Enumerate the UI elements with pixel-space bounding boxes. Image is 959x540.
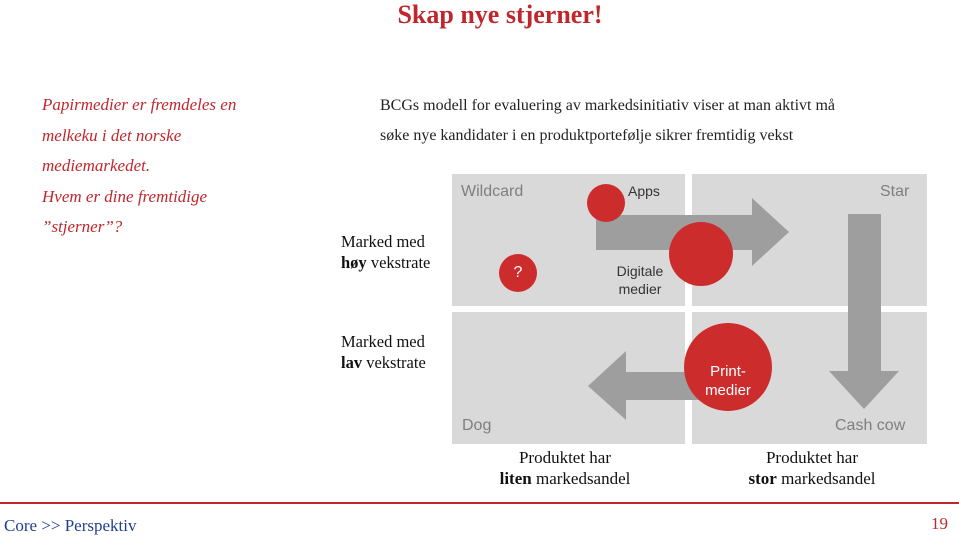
column-label-high-suffix: markedsandel [776,469,876,488]
question-circle [499,254,537,292]
column-label-high-line1: Produktet har [765,448,859,467]
digital-label: Digitale medier [606,262,674,298]
intro-line-2: søke nye kandidater i en produktporteføl… [380,127,794,144]
print-circle [684,323,772,411]
sidebar-line: Hvem er dine fremtidige [42,186,208,206]
digital-circle [669,222,733,286]
row-label-high: Marked med høy vekstrate [341,231,430,273]
column-label-low: Produktet har liten markedsandel [470,447,660,489]
row-label-low: Marked med lav vekstrate [341,331,426,373]
digital-label-line1: Digitale [616,263,664,279]
sidebar-line: ”stjerner”? [42,217,123,236]
row-label-high-suffix: vekstrate [366,253,431,272]
quadrant-label-star: Star [880,183,910,200]
sidebar-text: Papirmedier er fremdeles en melkeku i de… [42,90,282,243]
digital-label-line2: medier [618,281,662,297]
print-label-line1: Print- [710,363,746,380]
print-label: Print- medier [684,362,772,400]
row-label-low-suffix: vekstrate [362,353,426,372]
column-label-high-bold: stor [748,469,777,488]
arrow-down [829,214,899,409]
row-label-low-prefix: Marked med [341,332,425,351]
column-label-high: Produktet har stor markedsandel [712,447,912,489]
sidebar-line: Papirmedier er fremdeles en [42,95,237,114]
intro-text: BCGs modell for evaluering av markedsini… [380,91,940,151]
column-label-low-line1: Produktet har [518,448,612,467]
footer-breadcrumb: Core >> Perspektiv [4,516,137,535]
intro-line-1: BCGs modell for evaluering av markedsini… [380,97,835,114]
sidebar-line: melkeku i det norske [42,125,182,145]
question-mark: ? [513,264,523,281]
quadrant-label-dog: Dog [462,417,492,434]
quadrant-label-wildcard: Wildcard [461,183,524,200]
print-label-line2: medier [705,382,751,399]
sidebar-line: mediemarkedet. [42,156,151,175]
page-title: Skap nye stjerner! [397,0,603,29]
quadrant-label-cashcow: Cash cow [835,417,906,434]
row-label-high-bold: høy [341,253,367,272]
column-label-low-suffix: markedsandel [531,469,631,488]
column-label-low-bold: liten [499,469,532,488]
page-number: 19 [931,514,948,533]
apps-circle [587,184,625,222]
footer-divider [0,502,959,504]
row-label-high-prefix: Marked med [341,232,425,251]
apps-label: Apps [628,183,660,199]
arrow-left [588,351,712,420]
row-label-low-bold: lav [341,353,363,372]
